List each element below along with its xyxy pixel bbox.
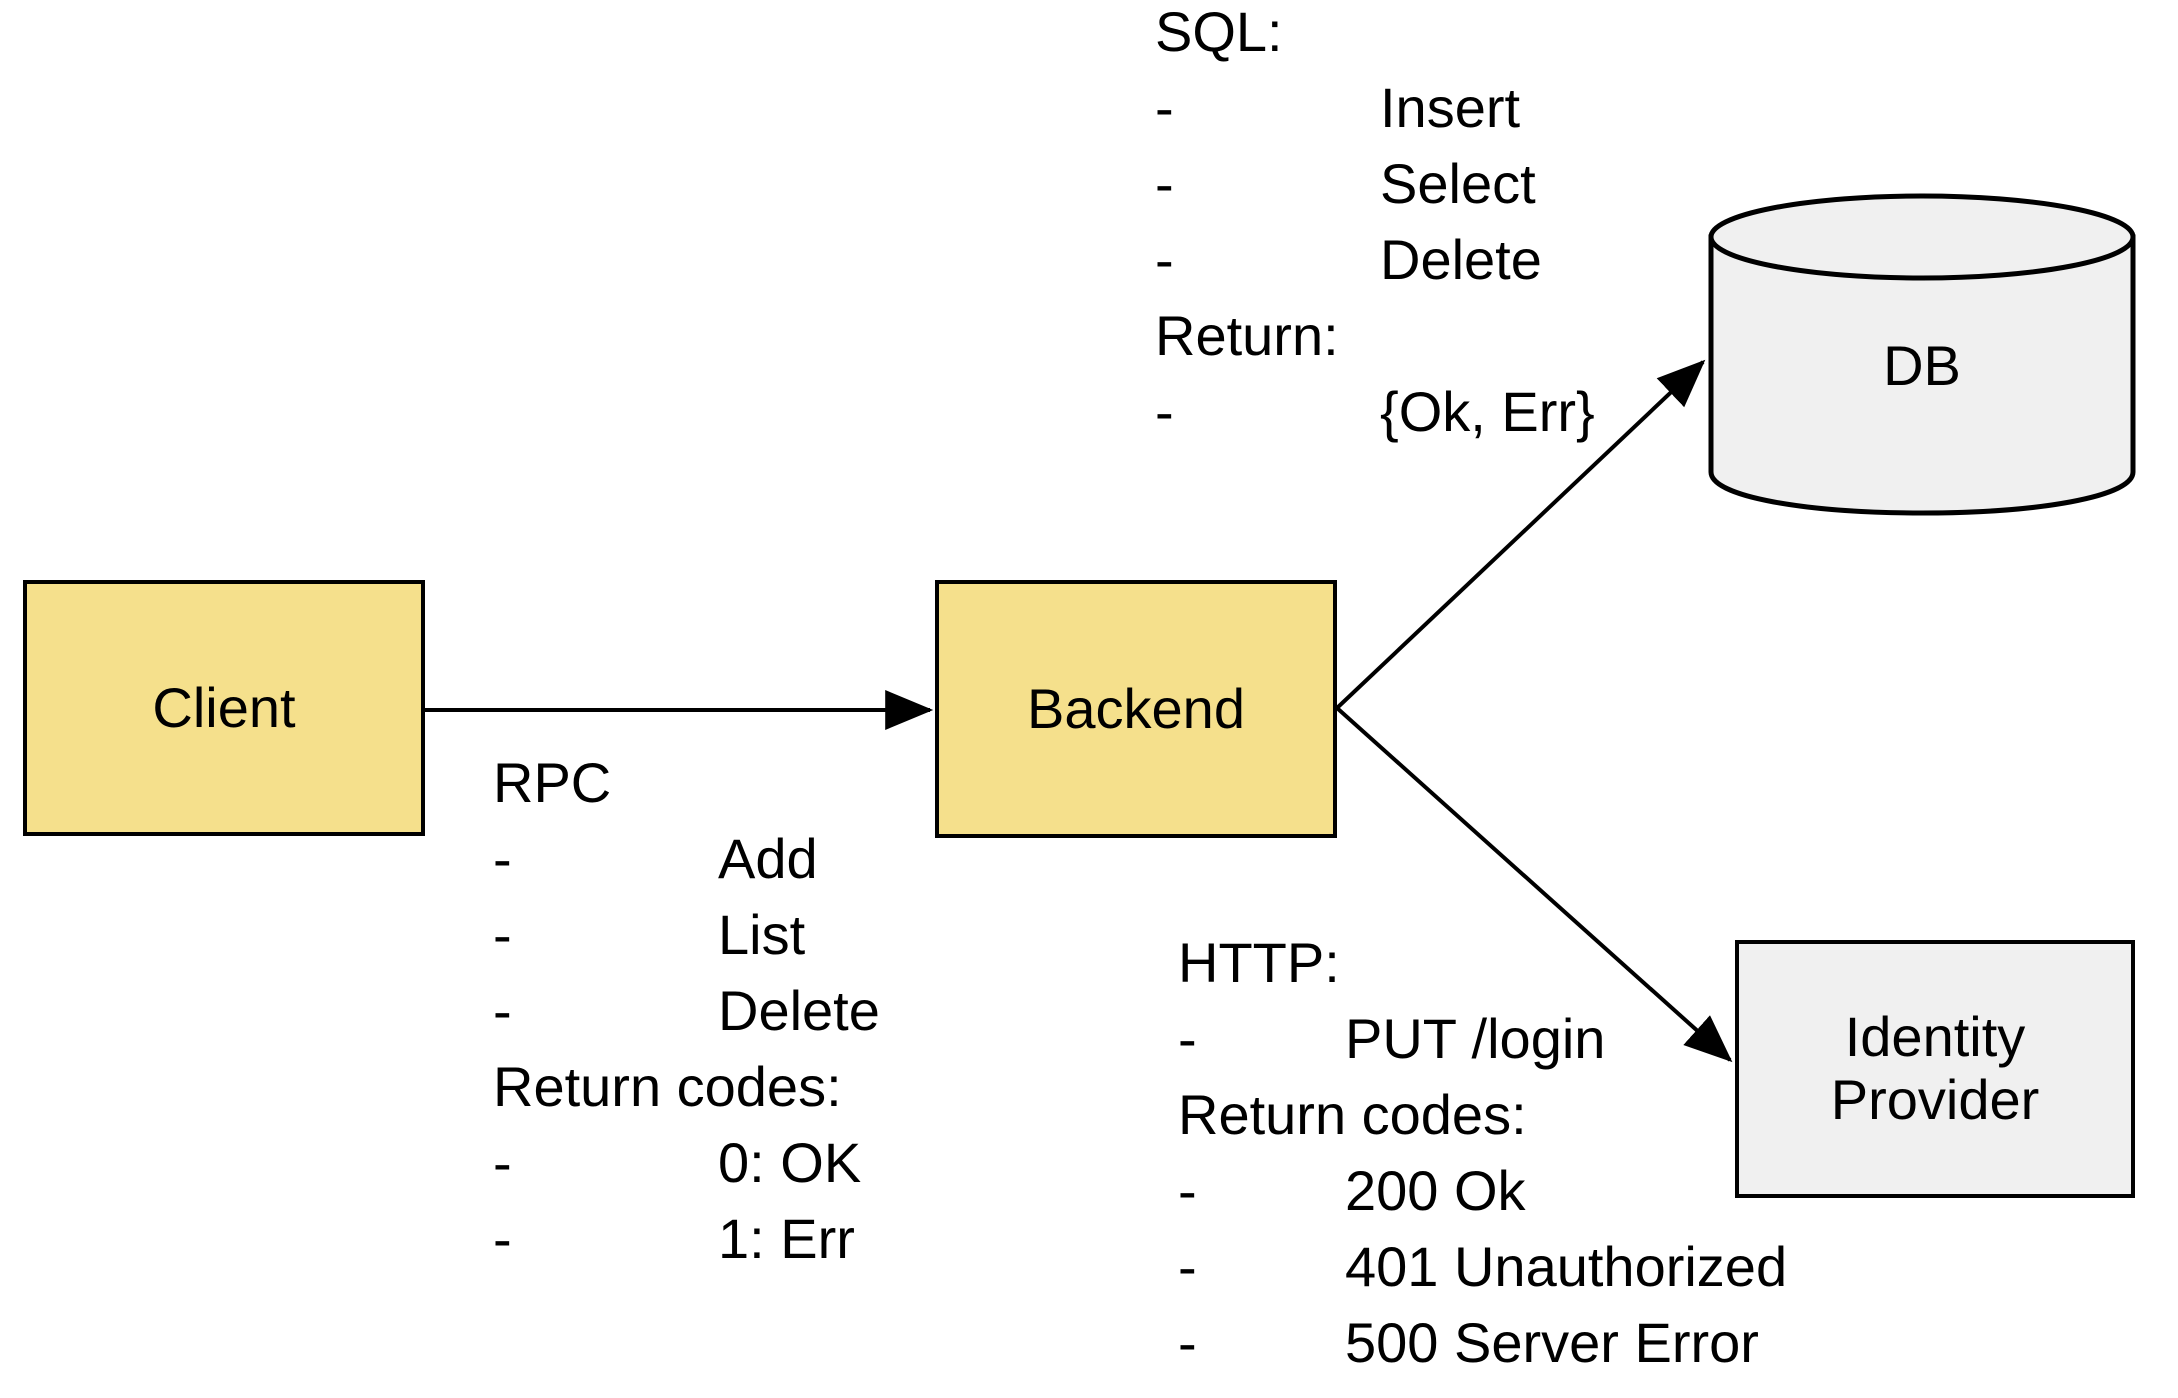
annotation-rpc-item: - Delete [493,973,880,1049]
annotation-rpc-return-item: - 1: Err [493,1201,880,1277]
annotation-sql-item: - Insert [1155,70,1595,146]
node-db-label: DB [1883,334,1961,397]
annotation-rpc-item: - List [493,897,880,973]
annotation-http-return-item: - 500 Server Error [1178,1305,1787,1381]
annotation-http-return-heading: Return codes: [1178,1083,1527,1146]
node-identity-provider-label: Identity Provider [1830,1005,2040,1131]
bullet-dash: - [493,1207,512,1270]
bullet-dash: - [493,827,512,890]
annotation-http-return-item: - 200 Ok [1178,1153,1787,1229]
node-client[interactable]: Client [23,580,425,836]
bullet-dash: - [1178,1311,1197,1374]
bullet-dash: - [1155,76,1174,139]
idp-label-line2: Provider [1830,1068,2040,1131]
annotation-sql-item: - Select [1155,146,1595,222]
bullet-dash: - [1155,380,1174,443]
bullet-dash: - [493,903,512,966]
bullet-dash: - [493,1131,512,1194]
bullet-dash: - [1178,1007,1197,1070]
annotation-rpc-heading: RPC [493,751,612,814]
idp-label-line1: Identity [1844,1005,2026,1069]
bullet-dash: - [493,979,512,1042]
annotation-http-item: - PUT /login [1178,1001,1787,1077]
annotation-sql-return-heading: Return: [1155,304,1339,367]
annotation-rpc-item: - Add [493,821,880,897]
annotation-sql-return-item: - {Ok, Err} [1155,374,1595,450]
annotation-sql-item: - Delete [1155,222,1595,298]
node-backend-label: Backend [1027,676,1245,740]
bullet-dash: - [1155,228,1174,291]
bullet-dash: - [1178,1235,1197,1298]
annotation-rpc-return-item: - 0: OK [493,1125,880,1201]
database-cylinder-icon [1708,193,2136,516]
node-backend[interactable]: Backend [935,580,1337,838]
annotation-rpc: RPC - Add - List - Delete Return codes: … [493,745,880,1277]
bullet-dash: - [1178,1159,1197,1222]
annotation-rpc-return-heading: Return codes: [493,1055,842,1118]
node-db[interactable]: DB [1707,192,2137,517]
node-identity-provider[interactable]: Identity Provider [1735,940,2135,1198]
annotation-http-heading: HTTP: [1178,931,1340,994]
annotation-sql-heading: SQL: [1155,0,1283,63]
annotation-http: HTTP: - PUT /login Return codes: - 200 O… [1178,925,1787,1381]
annotation-http-return-item: - 401 Unauthorized [1178,1229,1787,1305]
annotation-sql: SQL: - Insert - Select - Delete Return: … [1155,0,1595,450]
bullet-dash: - [1155,152,1174,215]
node-client-label: Client [152,675,296,739]
